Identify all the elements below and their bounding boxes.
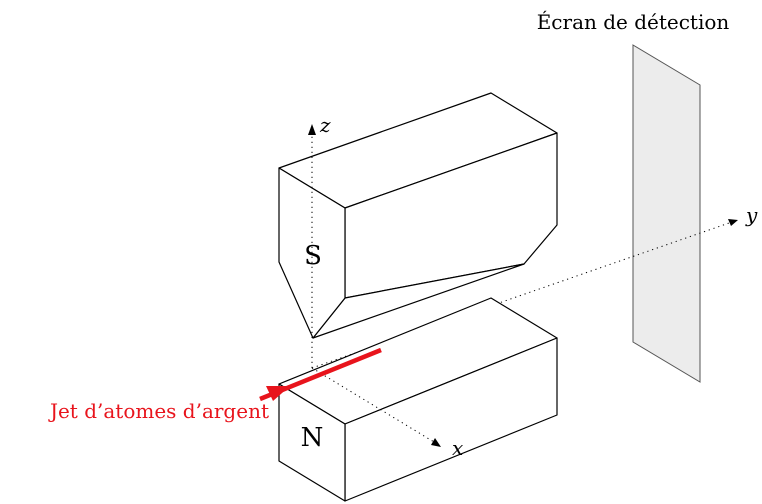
south-magnet: [278, 92, 558, 339]
z-axis-arrowhead: [308, 124, 316, 135]
north-magnet-end-face: [278, 383, 346, 502]
screen-label: Écran de détection: [537, 10, 730, 34]
beam-label: Jet d’atomes d’argent: [48, 399, 269, 423]
detection-screen: [632, 44, 701, 383]
y-axis-arrowhead: [728, 219, 738, 226]
z-axis-label: z: [319, 113, 331, 137]
y-axis: [311, 221, 733, 369]
atom-beam-arrowhead: [266, 386, 290, 401]
south-pole-label: S: [304, 241, 322, 271]
y-axis-label: y: [745, 203, 758, 227]
north-pole-label: N: [301, 423, 324, 453]
north-magnet: [278, 297, 558, 502]
x-axis-label: x: [452, 436, 463, 460]
x-axis-arrowhead: [431, 438, 441, 447]
